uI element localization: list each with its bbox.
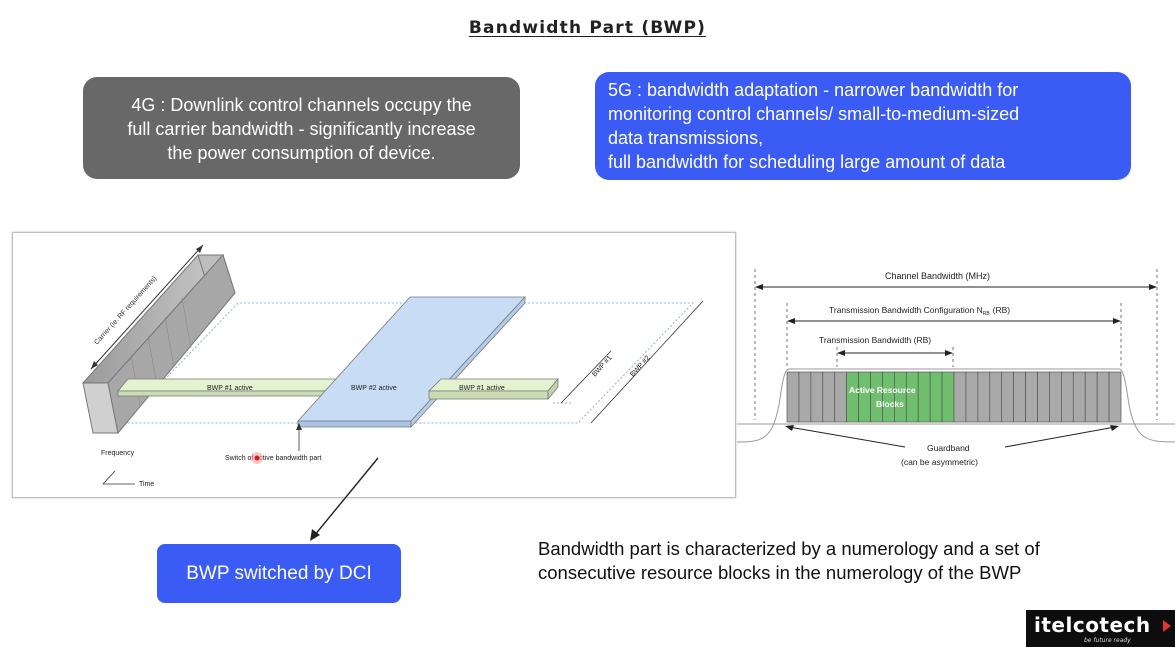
guardband-head-right (1110, 425, 1119, 431)
tx-bw-label: Transmission Bandwidth (RB) (819, 335, 931, 345)
bwp1-active-right-label: BWP #1 active (459, 385, 505, 392)
bwp2-dim-line (590, 300, 704, 424)
bwp1-dim-line (560, 350, 612, 404)
active-rb-label-1: Active Resource (849, 385, 916, 395)
freq-axis (102, 470, 116, 485)
page-title: Bandwidth Part (BWP) (468, 18, 707, 38)
5g-line-4: full bandwidth for scheduling large amou… (608, 152, 1006, 172)
channel-bandwidth-svg: Channel Bandwidth (MHz) Transmission Ban… (736, 269, 1175, 467)
guardband-arrow-left (788, 426, 906, 448)
spectrum-skirt (736, 368, 1175, 443)
logo-tagline: be future ready (1084, 637, 1131, 644)
guardband-label: Guardband (927, 443, 970, 453)
5g-info-box: 5G : bandwidth adaptation - narrower ban… (595, 72, 1131, 180)
logo-name: itelcotech (1034, 613, 1151, 637)
bwp1-active-left-label: BWP #1 active (207, 385, 253, 392)
guardband-head-left (785, 425, 794, 431)
tx-bw-config-sub: RB (983, 311, 991, 317)
active-rb-label-2: Blocks (876, 399, 904, 409)
bwp-diagram-svg: Carrier (ie. RF requirements) BWP #1 act… (81, 244, 704, 488)
carrier-outline (121, 302, 695, 424)
tx-bw-config-head-r (1113, 318, 1121, 324)
channel-bw-label: Channel Bandwidth (MHz) (885, 271, 990, 281)
tx-bw-config-head-l (787, 318, 795, 324)
guardband-note: (can be asymmetric) (901, 457, 978, 467)
dci-switch-box: BWP switched by DCI (157, 544, 401, 603)
5g-line-2: monitoring control channels/ small-to-me… (608, 104, 1020, 124)
4g-line-2: full carrier bandwidth - significantly i… (127, 119, 476, 139)
resource-block (1108, 371, 1122, 423)
bwp1-right-side (547, 377, 559, 401)
tx-bw-config-label: Transmission Bandwidth Configuration NRB… (829, 305, 1010, 317)
itelcotech-logo: itelcotech be future ready (1026, 610, 1175, 647)
cursor-dot (254, 455, 260, 461)
carrier-arrow (90, 244, 204, 370)
tx-bw-config-unit: (RB) (993, 305, 1011, 315)
logo-play-icon (1163, 620, 1171, 632)
carrier-arrowhead-bottom (91, 361, 98, 369)
dci-connector-head (310, 529, 320, 541)
bwp-definition-note: Bandwidth part is characterized by a num… (538, 538, 1040, 583)
carrier-arrowhead-top (196, 245, 203, 253)
tx-bw-head-l (837, 350, 845, 356)
4g-info-box: 4G : Downlink control channels occupy th… (83, 77, 520, 179)
5g-line-1: 5G : bandwidth adaptation - narrower ban… (608, 80, 1019, 100)
switch-label: Switch of active bandwidth part (225, 455, 322, 462)
channel-bandwidth-diagram: Channel Bandwidth (MHz) Transmission Ban… (736, 255, 1175, 477)
bwp-diagram: Carrier (ie. RF requirements) BWP #1 act… (12, 232, 736, 498)
switch-arrowhead (296, 423, 302, 430)
5g-line-3: data transmissions, (608, 128, 764, 148)
channel-bw-head-r (1149, 284, 1157, 290)
time-label: Time (139, 481, 154, 488)
4g-line-1: 4G : Downlink control channels occupy th… (131, 95, 472, 115)
dci-connector-arrow (313, 457, 379, 537)
resource-blocks (786, 371, 1122, 423)
tx-bw-head-r (945, 350, 953, 356)
4g-line-3: the power consumption of device. (167, 143, 436, 163)
tx-bw-config-main: Transmission Bandwidth Configuration N (829, 305, 983, 315)
channel-bw-head-l (755, 284, 763, 290)
bwp2-active-label: BWP #2 active (351, 385, 397, 392)
guardband-arrow-right (1004, 426, 1116, 448)
frequency-label: Frequency (101, 450, 135, 457)
